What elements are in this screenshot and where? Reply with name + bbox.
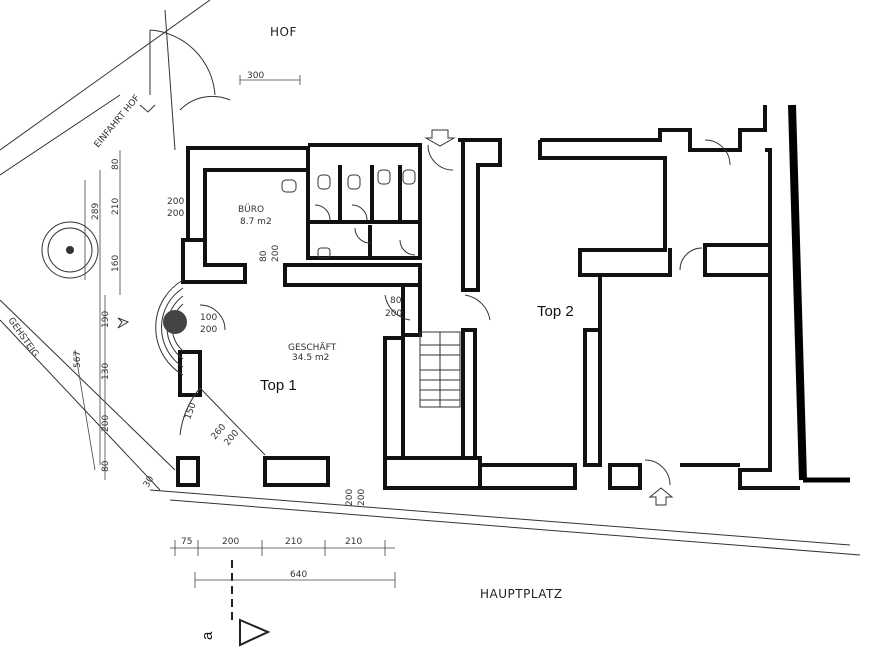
entrance-arrows — [139, 104, 674, 506]
walls-top2 — [427, 105, 800, 490]
dim-front-200b: 200 — [357, 489, 367, 506]
section-marker — [231, 560, 271, 647]
dim-stair-200: 200 — [385, 309, 402, 319]
round-planter — [41, 221, 99, 279]
dim-left-190: 190 — [101, 311, 111, 328]
dim-diag-150: 150 — [183, 401, 198, 421]
dim-left-160: 160 — [111, 255, 121, 272]
dim-buero-door-b: 200 — [167, 209, 184, 219]
dim-bottom-210a: 210 — [285, 537, 302, 547]
round-entrance — [117, 279, 226, 376]
label-einfahrt: EINFAHRT HOF — [93, 93, 143, 149]
dim-buero-door-a: 200 — [167, 197, 184, 207]
dim-round-100: 100 — [200, 313, 217, 323]
dim-bottom-200: 200 — [222, 537, 239, 547]
dim-bottom-210b: 210 — [345, 537, 362, 547]
label-hof: HOF — [270, 25, 297, 39]
dim-left-289: 289 — [91, 203, 101, 220]
property-lines — [0, 0, 861, 556]
dimension-lines-bottom — [170, 540, 396, 588]
dim-left-567: 567 — [73, 351, 83, 368]
property-boundary-right — [788, 104, 850, 483]
dim-left-80b: 80 — [101, 460, 111, 472]
dim-round-200: 200 — [200, 325, 217, 335]
label-geschaeft-area: 34.5 m2 — [292, 353, 329, 363]
label-top1: Top 1 — [260, 377, 297, 394]
dim-door-80: 80 — [259, 250, 269, 262]
dim-stair-80: 80 — [390, 296, 402, 306]
label-geschaeft: GESCHÄFT — [288, 342, 337, 353]
dim-left-200: 200 — [101, 415, 111, 432]
dim-bottom-75: 75 — [181, 537, 192, 547]
dim-left-130: 130 — [101, 363, 111, 380]
dim-front-200a: 200 — [345, 489, 355, 506]
dim-left-210: 210 — [111, 198, 121, 215]
dim-left-30: 30 — [142, 474, 157, 489]
wc-rooms — [281, 165, 420, 259]
dimension-lines-left — [74, 75, 301, 480]
label-buero-area: 8.7 m2 — [240, 217, 272, 227]
diagonal-door — [179, 387, 266, 456]
dim-bottom-640: 640 — [290, 570, 307, 580]
label-top2: Top 2 — [537, 303, 574, 320]
dim-left-80: 80 — [111, 158, 121, 170]
staircase — [384, 294, 491, 408]
label-hauptplatz: HAUPTPLATZ — [480, 587, 563, 601]
dim-door-200: 200 — [271, 245, 281, 262]
dim-top-300: 300 — [247, 71, 264, 81]
walls-top1 — [176, 143, 482, 490]
entrance-door-swings — [149, 29, 231, 111]
label-buero: BÜRO — [238, 204, 264, 215]
section-mark-label: a — [199, 631, 216, 640]
